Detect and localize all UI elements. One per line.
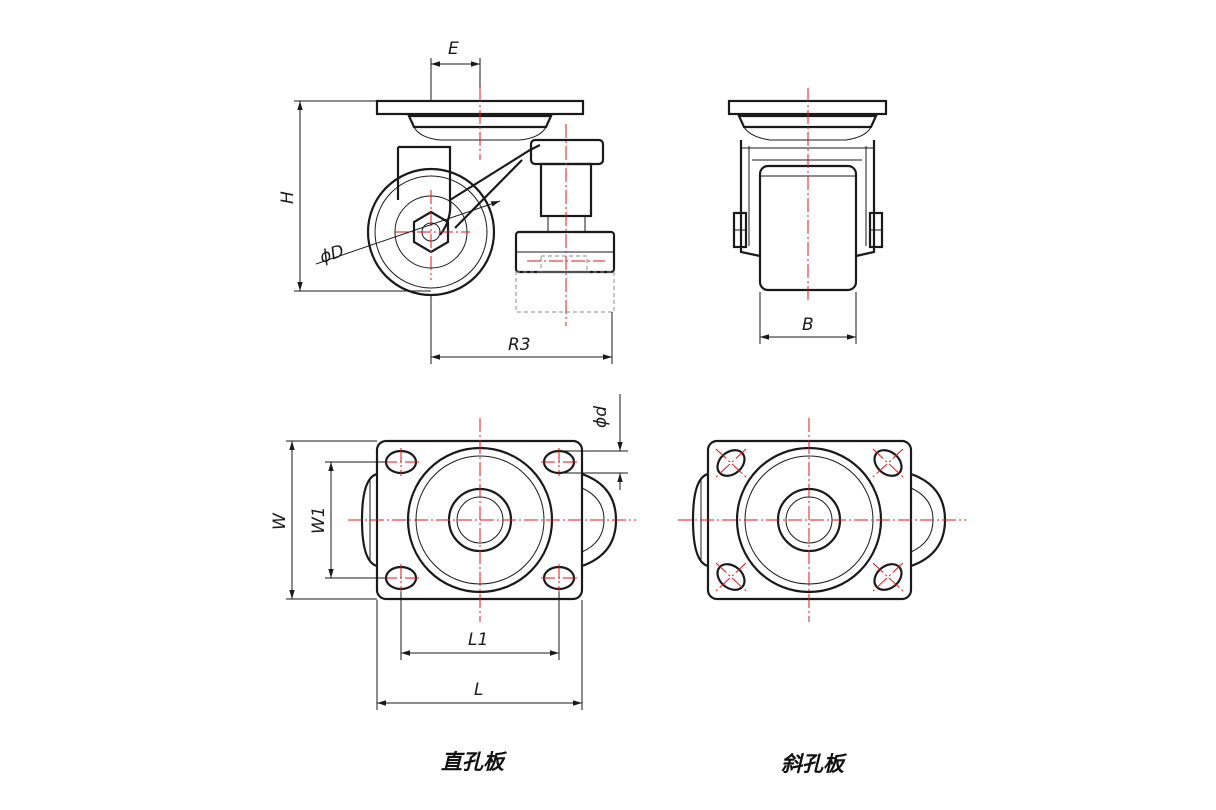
dim-label-b: B (802, 315, 814, 335)
dim-label-l: L (474, 680, 483, 700)
top-view-straight (286, 394, 636, 710)
front-view (727, 88, 888, 344)
caption-oblique-hole-plate: 斜孔板 (781, 751, 848, 776)
dim-label-diameter-d: ϕD (317, 241, 346, 268)
dim-label-h: H (278, 191, 298, 204)
dim-label-w1: W1 (309, 506, 329, 534)
dim-label-diameter-small-d: ϕd (591, 406, 611, 428)
top-view-oblique (678, 418, 966, 622)
side-view (294, 58, 616, 364)
dim-label-w: W (270, 512, 290, 530)
dim-label-r3: R3 (508, 335, 531, 355)
dim-label-e: E (448, 39, 459, 59)
dim-label-l1: L1 (468, 630, 488, 650)
caption-straight-hole-plate: 直孔板 (441, 749, 508, 774)
